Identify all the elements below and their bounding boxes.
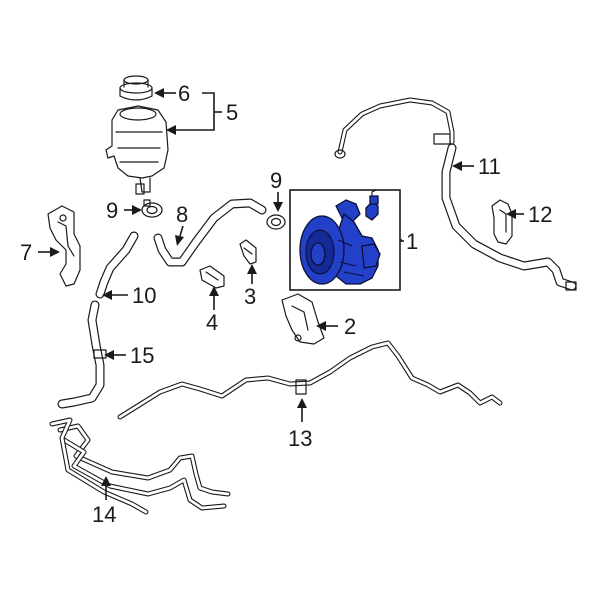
hose-part-15[interactable] xyxy=(57,300,107,409)
pressure-hose-part-11[interactable] xyxy=(334,97,577,291)
callout-10: 10 xyxy=(132,283,156,308)
pump-bracket-part-2[interactable] xyxy=(281,293,325,345)
callout-12: 12 xyxy=(528,202,552,227)
clamp-part-9b[interactable] xyxy=(266,214,286,230)
callout-7: 7 xyxy=(20,240,32,265)
callout-11: 11 xyxy=(478,154,501,179)
callout-9a: 9 xyxy=(106,198,118,223)
callout-15: 15 xyxy=(130,343,154,368)
bracket-part-7[interactable] xyxy=(47,205,81,287)
reservoir-cap-part-6[interactable] xyxy=(119,75,153,101)
leader-lines xyxy=(38,88,524,500)
reservoir-part-5[interactable] xyxy=(105,105,169,195)
bolt-part-4[interactable] xyxy=(199,265,225,289)
callout-14: 14 xyxy=(92,502,116,527)
return-line-part-14[interactable] xyxy=(49,417,231,515)
callout-1: 1 xyxy=(406,229,418,254)
callout-3: 3 xyxy=(244,284,256,309)
hose-part-8[interactable] xyxy=(153,198,267,267)
callout-6: 6 xyxy=(178,81,190,106)
clamp-part-9a[interactable] xyxy=(141,199,163,218)
bracket-part-12[interactable] xyxy=(491,199,513,245)
callout-4: 4 xyxy=(206,310,218,335)
power-steering-pump-part-1[interactable] xyxy=(299,189,381,285)
callout-13: 13 xyxy=(288,426,312,451)
callout-5: 5 xyxy=(226,100,238,125)
callout-box-part-1 xyxy=(289,189,402,291)
pressure-line-part-13[interactable] xyxy=(117,340,503,420)
callout-9b: 9 xyxy=(270,168,282,193)
hose-part-10[interactable] xyxy=(95,231,139,299)
bolt-part-3[interactable] xyxy=(239,239,257,265)
callout-2: 2 xyxy=(344,314,356,339)
callout-8: 8 xyxy=(176,202,188,227)
